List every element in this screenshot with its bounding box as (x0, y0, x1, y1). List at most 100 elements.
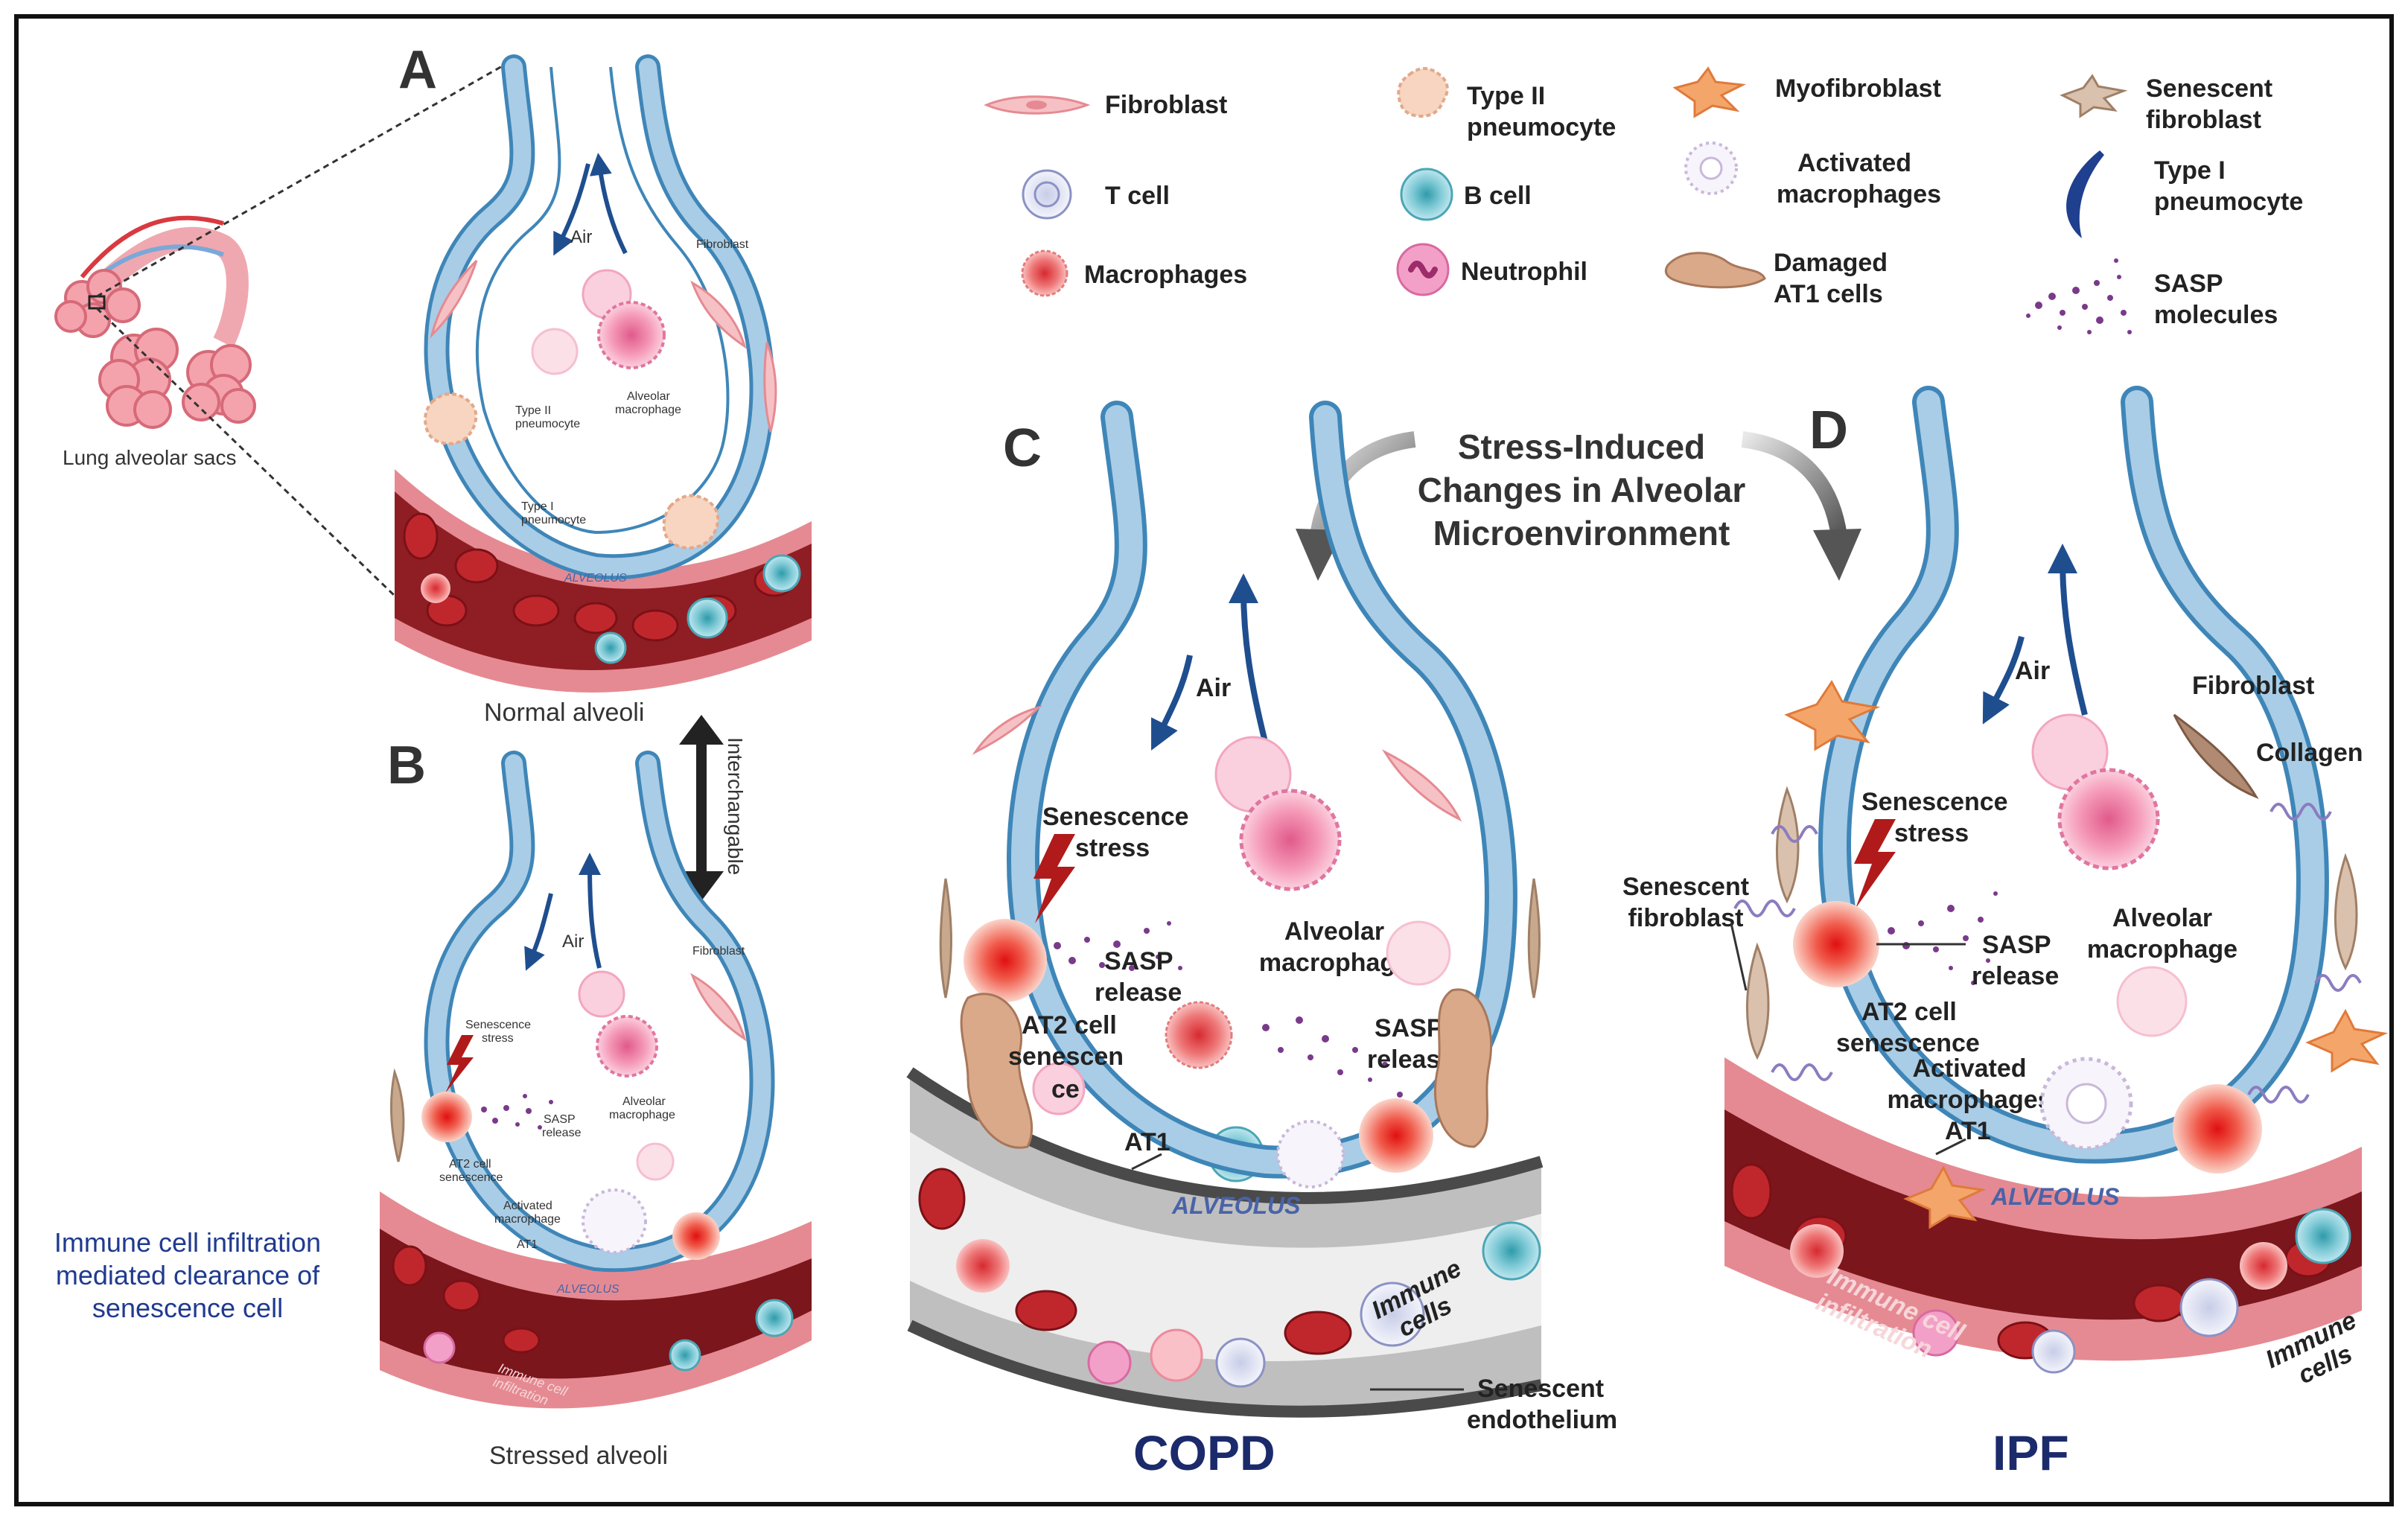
panel-d-at1: AT1 (1945, 1117, 1991, 1145)
panel-d-alveolar-macrophage (2057, 768, 2160, 870)
panel-a-inner-lumen (475, 66, 730, 535)
panel-d-collagen: Collagen (2256, 739, 2363, 767)
neutrophil-lobes-icon (1408, 261, 1438, 278)
fibroblast-nucleus-icon (1026, 101, 1047, 109)
panel-d-senescent-fibroblast-2 (2334, 853, 2358, 971)
panel-d-lightning-icon (1854, 819, 1896, 908)
legend-fibroblast-label: Fibroblast (1105, 91, 1227, 119)
panel-a-macrophage (421, 573, 450, 603)
panel-b-lightning-icon (445, 1035, 474, 1093)
alveolar-cluster (54, 269, 256, 429)
panel-a-caption: Normal alveoli (484, 698, 644, 727)
panel-c-air-in-arrow (1151, 655, 1193, 751)
stress-arrow-right (1741, 431, 1847, 538)
panel-d-sasp-dots (1888, 891, 1998, 985)
panel-d-alveolus: ALVEOLUS (1990, 1183, 2120, 1210)
panel-c-lightning-icon (1033, 834, 1075, 923)
panel-c-neutrophil (1087, 1340, 1132, 1385)
panel-b-vessel-inner (380, 1229, 812, 1379)
panel-c-alveolus: ALVEOLUS (1171, 1192, 1301, 1219)
panel-c-macrophage-2 (1150, 1328, 1203, 1382)
panel-a-air: Air (570, 227, 592, 247)
panel-b-caption: Stressed alveoli (489, 1442, 668, 1470)
panel-b-air-out-arrow (579, 853, 602, 969)
panel-a-b-cell-2 (762, 554, 801, 593)
panel-d-myofibroblast-3 (1903, 1165, 1987, 1229)
panel-d-at1-pointer (1935, 1138, 1966, 1156)
panel-c-letter: C (1003, 418, 1042, 478)
panel-d-senescent-fibroblast-1 (1745, 942, 1770, 1060)
panel-b-rbcs (392, 1245, 541, 1354)
panel-d-air-in-arrow (1982, 636, 2025, 725)
panel-d-activated-macrophage-core (2065, 1083, 2107, 1124)
panel-a-fibroblast: Fibroblast (696, 238, 749, 251)
panel-a-fibroblast-1 (430, 259, 478, 339)
panel-d-fibroblast: Fibroblast (2192, 672, 2314, 700)
zoom-line-top (96, 58, 515, 298)
panel-b-air-in-arrow (524, 893, 553, 971)
panel-b-b-cell (755, 1299, 794, 1337)
panel-b-fibroblast-1 (690, 972, 747, 1042)
panel-b-macrophage-pale (578, 970, 625, 1018)
panel-b-activated-macrophage (582, 1188, 647, 1254)
panel-a-alveolus-wall-inner (427, 58, 771, 576)
panel-a-b-cell-3 (594, 631, 627, 664)
macrophage-icon (1021, 249, 1068, 297)
panel-c-sasp-dots-1 (1054, 921, 1182, 971)
panel-d-air: Air (2015, 657, 2050, 685)
myofibroblast-icon (1672, 66, 1747, 118)
panel-b-at1: AT1 (517, 1238, 538, 1251)
panel-d-myofibroblast-2 (2305, 1008, 2389, 1073)
panel-c-fibroblast-3 (939, 878, 952, 999)
panel-d-macrophage-2 (2240, 1242, 2287, 1290)
panel-c-at1-pointer (1131, 1153, 1162, 1171)
panel-a-alveolus: ALVEOLUS (564, 572, 627, 585)
panel-c-macrophage-1 (956, 1239, 1010, 1293)
activated-macrophage-core-icon (1699, 156, 1723, 180)
panel-c-sasp-dots-2 (1262, 1016, 1403, 1112)
panel-c-t-cell (1215, 1337, 1266, 1388)
panel-c-rbcs (918, 1168, 1352, 1355)
panel-d-senescent-fibroblast-pointer (1730, 923, 1748, 991)
panel-c-air: Air (1196, 674, 1231, 702)
t-cell-nucleus-icon (1033, 181, 1060, 208)
interchangeable-label: Interchangable (724, 737, 747, 875)
panel-b-neutrophil (423, 1331, 456, 1364)
panel-b-alveolus-wall-inner (427, 754, 771, 1269)
bronchiole-tube (81, 226, 249, 348)
panel-c-macrophage-red (1165, 1001, 1233, 1069)
vessel-red-icon (80, 215, 224, 278)
panel-d-caption: IPF (1993, 1425, 2069, 1480)
panel-d-letter: D (1809, 401, 1848, 460)
panel-d-t-cell (2179, 1278, 2239, 1337)
panel-d-collagen-fibers (1733, 803, 2362, 1104)
panel-d-neutrophil (1912, 1309, 1960, 1357)
panel-c-alveolus-wall-inner (1011, 405, 1513, 1174)
panel-a-fibroblast-3 (763, 342, 777, 433)
panel-a-air-in-arrow (553, 163, 590, 256)
panel-c-alveolar-macrophage (1239, 789, 1342, 891)
panel-a-alveolar-macrophage (597, 301, 666, 369)
